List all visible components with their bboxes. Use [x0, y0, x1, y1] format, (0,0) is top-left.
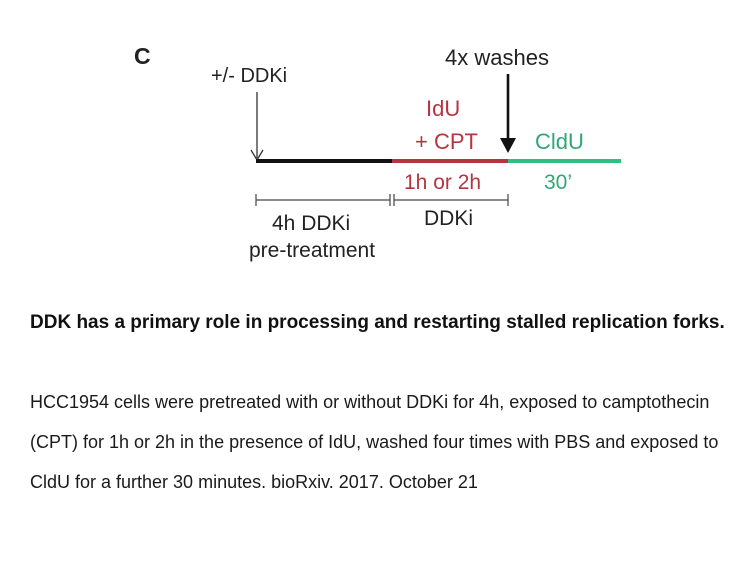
pretreat-label-line2: pre-treatment [249, 239, 375, 262]
caption-title: DDK has a primary role in processing and… [30, 312, 725, 333]
ddki-span-bracket [393, 194, 509, 206]
idu-label: IdU [426, 96, 460, 121]
duration-idu-label: 1h or 2h [404, 171, 481, 194]
pretreatment-span-bracket [255, 194, 391, 206]
treatment-arrow [250, 92, 264, 162]
washes-label: 4x washes [445, 45, 549, 70]
panel-label: C [134, 43, 151, 69]
cpt-label: + CPT [415, 129, 478, 154]
pretreat-label-line1: 4h DDKi [272, 212, 350, 235]
duration-cldu-label: 30’ [544, 171, 572, 194]
timeline-diagram: C +/- DDKi 4x washes IdU + CPT CldU 1h o… [134, 43, 621, 262]
cldu-label: CldU [535, 129, 584, 154]
washes-arrow [500, 74, 516, 153]
caption-body: HCC1954 cells were pretreated with or wi… [30, 392, 719, 492]
treatment-label: +/- DDKi [211, 65, 287, 87]
ddki-span-label: DDKi [424, 207, 473, 230]
